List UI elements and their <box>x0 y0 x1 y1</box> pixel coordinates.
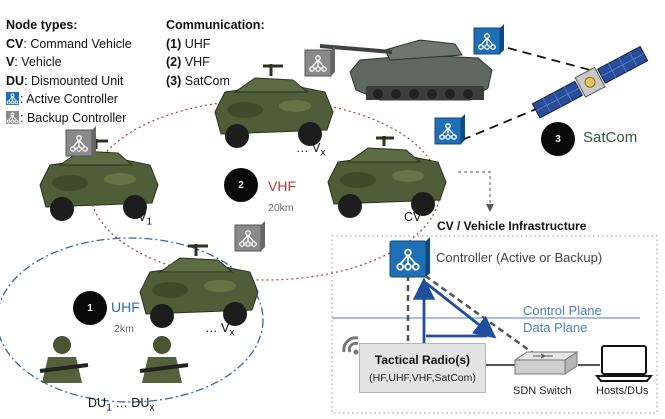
flow-controller-switch <box>425 281 497 339</box>
active-controller-icon <box>6 92 19 105</box>
soldier-dux-icon <box>139 336 189 383</box>
node-types-legend: Node types: CV: Command Vehicle V: Vehic… <box>6 16 132 127</box>
node-label-vx-bottom: … Vx <box>205 321 235 339</box>
uhf-range: 2km <box>114 323 134 335</box>
data-plane-label: Data Plane <box>523 320 588 335</box>
satellite-icon <box>531 45 649 119</box>
communication-legend: Communication: (1) UHF (2) VHF (3) SatCo… <box>166 16 265 90</box>
satcom-label: SatCom <box>583 129 638 146</box>
comm-item-uhf: (1) UHF <box>166 36 211 51</box>
legend-title: Node types: <box>6 18 78 32</box>
node-label-vx-top: … Vx <box>296 141 326 159</box>
uhf-number-badge: 1 <box>73 291 107 325</box>
legend-item-cv: CV: Command Vehicle <box>6 36 132 51</box>
node-label-cv: CV <box>404 210 422 224</box>
backup-controller-icon <box>6 110 19 124</box>
legend-item-active: : Active Controller <box>6 90 132 109</box>
vehicle-cv-icon <box>327 136 447 218</box>
vehicle-v1-icon <box>39 139 159 221</box>
cv-infra-arrow <box>458 171 494 212</box>
tactical-radio-box: Tactical Radio(s) (HF,UHF,VHF,SatCom) <box>359 343 486 393</box>
backup-controller-badge-top <box>304 46 335 77</box>
controller-to-switch <box>416 268 541 360</box>
soldier-du1-icon <box>39 336 89 383</box>
uhf-range-ellipse <box>0 237 264 403</box>
active-controller-badge-cv <box>434 114 465 145</box>
sdn-switch-icon <box>513 351 579 375</box>
radio-title: Tactical Radio(s) <box>374 353 471 367</box>
uhf-label: UHF <box>111 299 140 315</box>
communication-title: Communication: <box>166 18 265 32</box>
control-plane-label: Control Plane <box>523 303 602 318</box>
infrastructure-title: CV / Vehicle Infrastructure <box>437 219 587 233</box>
comm-item-satcom: (3) SatCom <box>166 73 230 88</box>
vhf-number-badge: 2 <box>224 168 258 202</box>
tank-icon <box>319 39 493 101</box>
active-controller-badge-tank <box>473 24 504 55</box>
satcom-number-badge: 3 <box>541 122 575 156</box>
backup-controller-badge-bottom <box>234 221 265 252</box>
node-label-du: DU1 … DUx <box>88 396 155 414</box>
comm-item-vhf: (2) VHF <box>166 55 210 69</box>
backup-controller-badge-v1 <box>65 126 96 157</box>
switch-label: SDN Switch <box>513 385 572 397</box>
radio-bands: (HF,UHF,VHF,SatCom) <box>369 372 476 384</box>
vehicle-vx-bottom-icon <box>139 244 259 328</box>
node-label-v1: V1 <box>138 210 153 228</box>
vhf-label: VHF <box>268 178 296 194</box>
infrastructure-box <box>331 235 658 414</box>
satcom-link-tank <box>507 47 591 71</box>
hosts-label: Hosts/DUs <box>596 385 649 397</box>
infra-controller-icon[interactable] <box>389 237 430 278</box>
legend-item-du: DU: Dismounted Unit <box>6 73 124 88</box>
controller-label: Controller (Active or Backup) <box>436 250 603 265</box>
vehicle-vx-top-icon <box>214 64 334 148</box>
legend-item-v: V: Vehicle <box>6 55 62 69</box>
vhf-range: 20km <box>268 202 294 214</box>
legend-item-backup: : Backup Controller <box>6 109 132 128</box>
laptop-icon <box>594 345 654 382</box>
wireless-icon <box>342 336 359 355</box>
